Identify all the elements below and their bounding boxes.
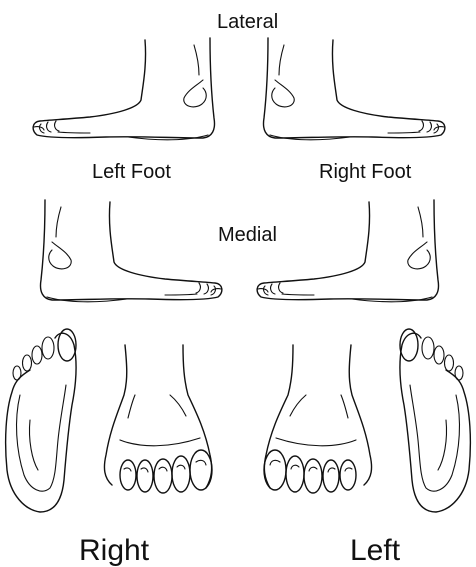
left-foot-dorsal-view xyxy=(264,345,372,493)
left-foot-lateral-view xyxy=(33,38,214,140)
left-foot-medial-view xyxy=(40,200,221,302)
right-foot-medial-view xyxy=(257,200,438,302)
right-foot-dorsal-view xyxy=(104,345,212,493)
right-foot-sole-view xyxy=(6,329,77,512)
left-foot-sole-view xyxy=(400,329,471,512)
right-foot-lateral-view xyxy=(263,38,444,140)
